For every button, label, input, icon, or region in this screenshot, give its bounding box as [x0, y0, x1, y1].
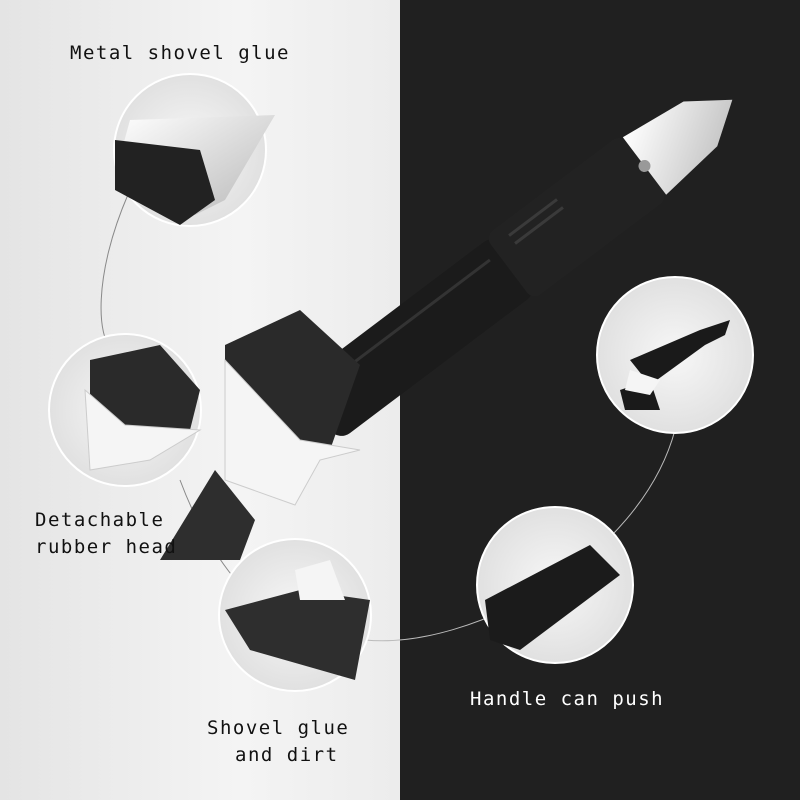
- label-shovel-1: Shovel glue: [207, 717, 350, 739]
- label-detachable-1: Detachable: [35, 509, 165, 531]
- detail-circle-shovel: [218, 538, 372, 692]
- tool: [300, 99, 733, 436]
- label-detachable-2: rubber head: [35, 536, 178, 558]
- shovel-blade: [160, 470, 255, 560]
- label-shovel-2: and dirt: [235, 744, 339, 766]
- connector-line-left: [100, 189, 131, 346]
- detail-circle-metal-shovel: [113, 73, 275, 227]
- detail-circle-handle: [476, 506, 634, 664]
- label-handle: Handle can push: [470, 688, 665, 710]
- label-metal-shovel: Metal shovel glue: [70, 42, 290, 64]
- detail-circle-full-tool: [596, 276, 754, 434]
- detail-circle-rubber-head: [48, 333, 202, 487]
